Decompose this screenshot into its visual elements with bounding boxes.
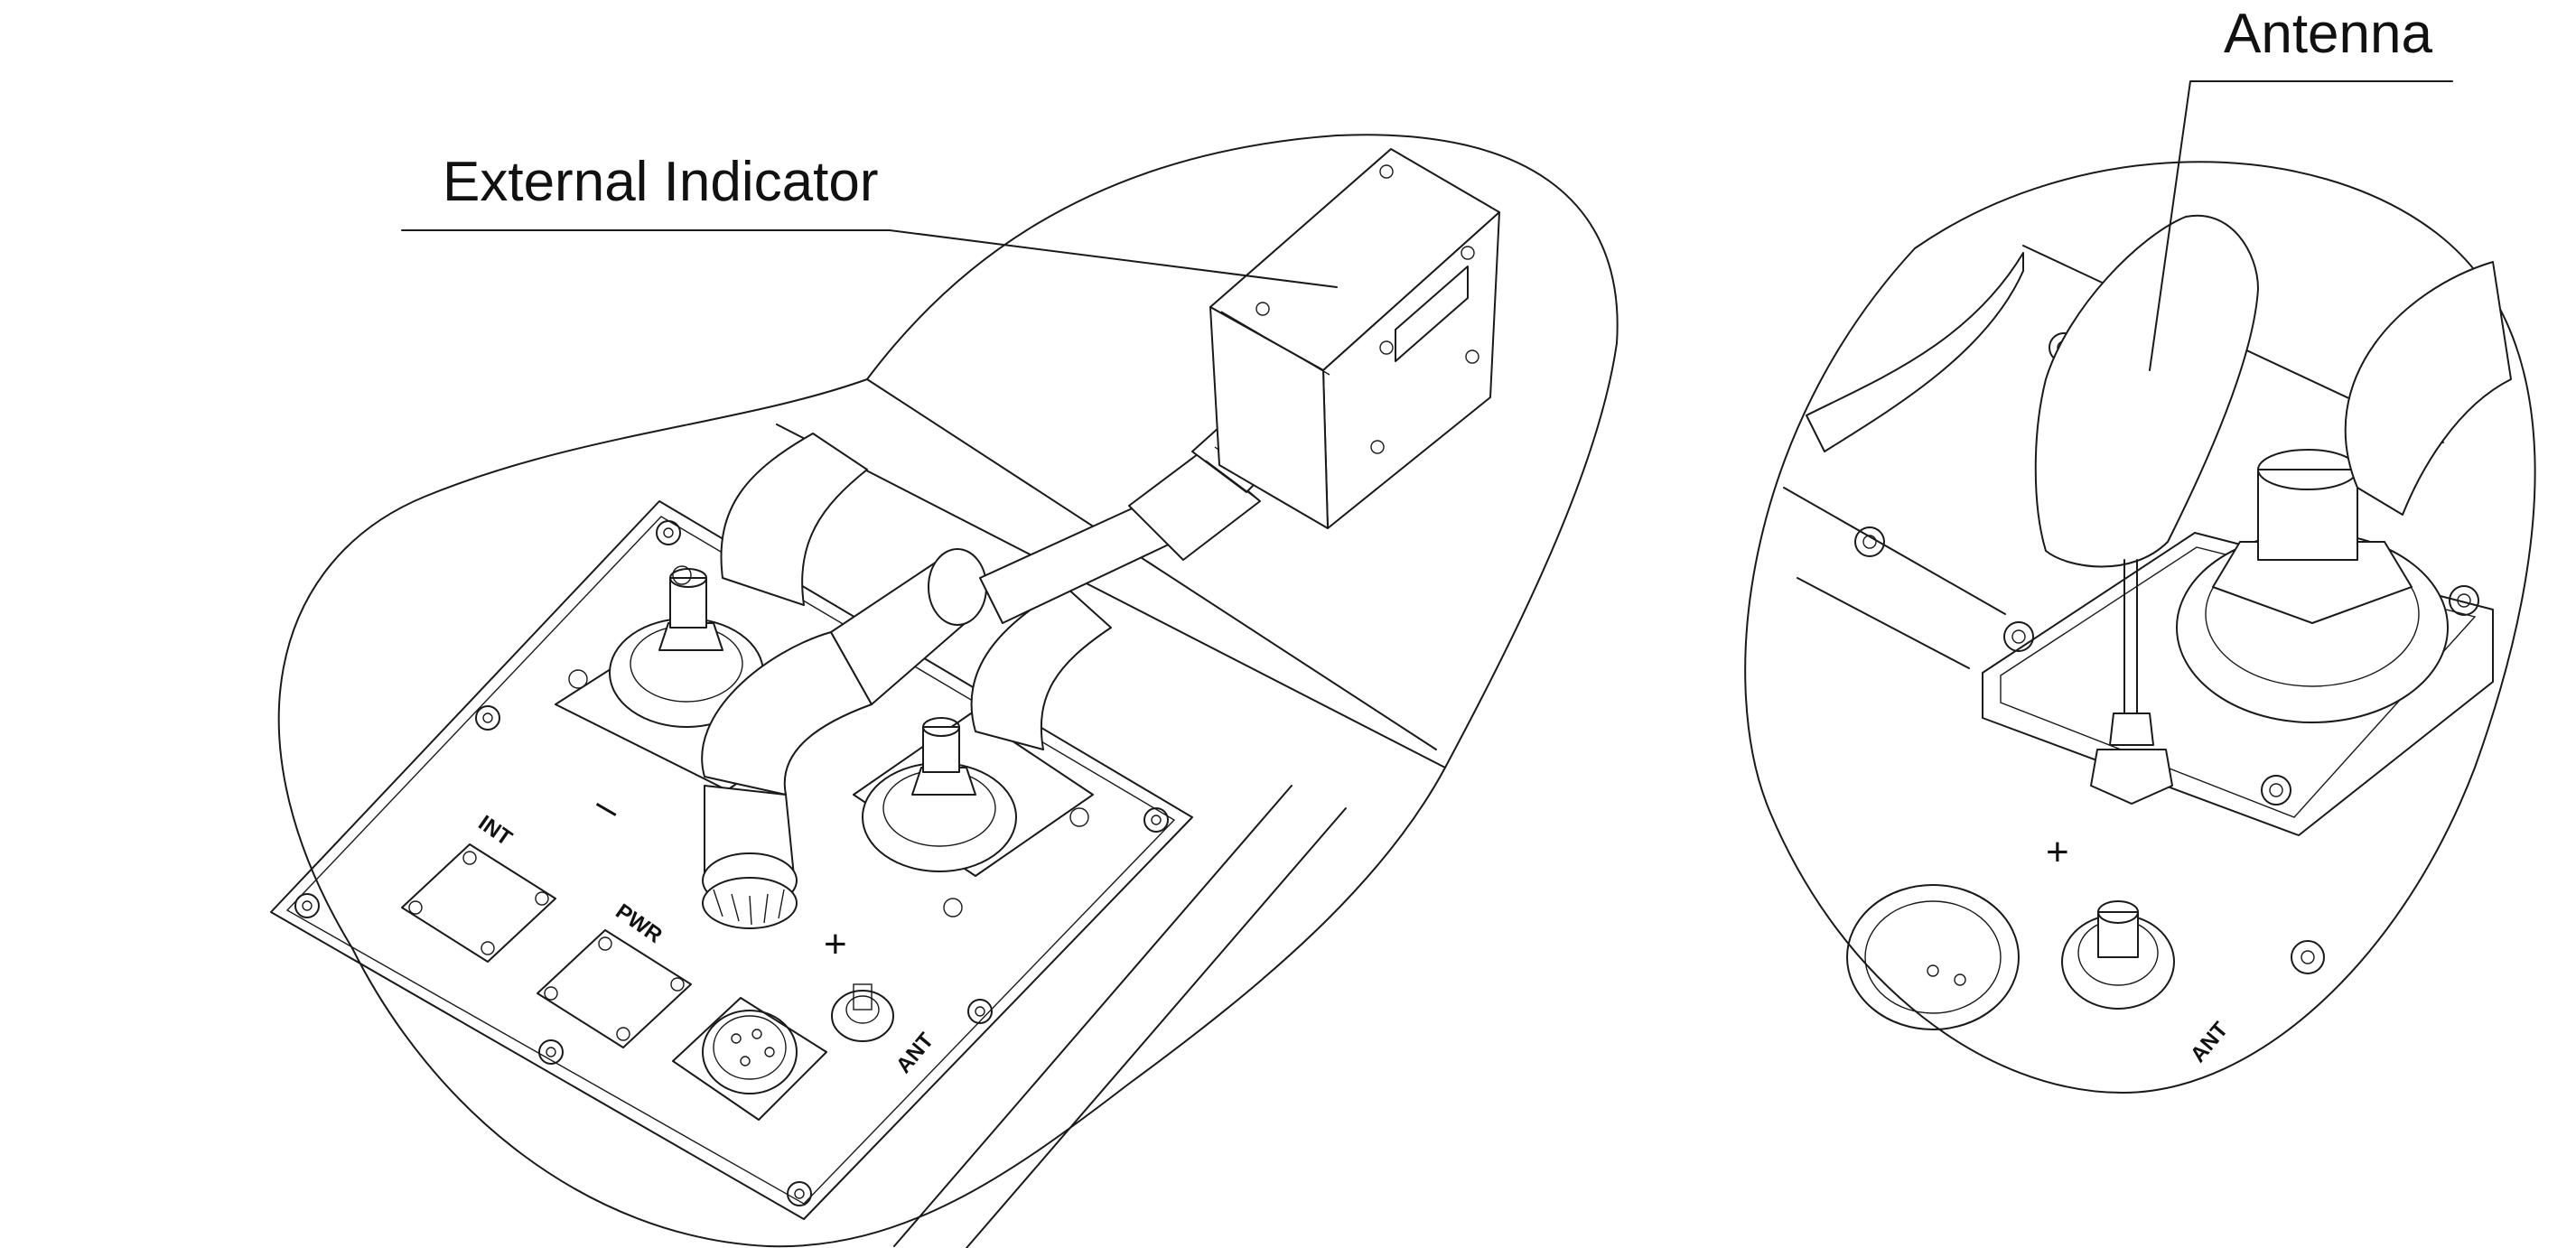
elbow-connector bbox=[701, 548, 987, 929]
antenna-callout: Antenna bbox=[2224, 3, 2433, 65]
screw-icon bbox=[967, 999, 993, 1024]
deck-line bbox=[893, 785, 1293, 1247]
plate-screws bbox=[294, 520, 1169, 1206]
left-cable-fragment bbox=[1806, 252, 2024, 452]
screw-icon bbox=[2291, 940, 2325, 974]
pwr-label: PWR bbox=[611, 899, 667, 948]
positive-cable bbox=[970, 586, 1112, 750]
screw-icon bbox=[2261, 775, 2291, 806]
antenna-nut bbox=[2090, 749, 2173, 805]
deck-line bbox=[776, 424, 1446, 768]
right-plus-label: + bbox=[2046, 830, 2069, 874]
screw-icon bbox=[2449, 585, 2479, 616]
int-cover-plate bbox=[401, 843, 556, 963]
deck-line bbox=[966, 807, 1347, 1248]
right-deck-line bbox=[1783, 487, 2006, 615]
right-view-outline bbox=[1744, 161, 2536, 1094]
positive-terminal-assembly bbox=[853, 712, 1094, 917]
antenna-blade bbox=[2034, 214, 2259, 568]
right-terminal-stud bbox=[2176, 449, 2449, 723]
screw-icon bbox=[294, 893, 320, 918]
screw-icon bbox=[787, 1181, 812, 1206]
screw-icon bbox=[475, 705, 500, 731]
antenna-whip bbox=[2123, 559, 2138, 714]
indicator-window bbox=[1395, 265, 1469, 362]
left-detail-view: INT PWR ANT – + bbox=[270, 134, 1619, 1248]
flange-screws bbox=[1854, 332, 2479, 974]
antenna bbox=[2034, 214, 2259, 805]
panel-ant-connector bbox=[831, 983, 894, 1042]
screw-icon bbox=[538, 1039, 564, 1065]
antenna-base bbox=[2109, 712, 2154, 746]
negative-cable bbox=[720, 433, 868, 606]
plus-label: + bbox=[824, 922, 847, 966]
pwr-cover-plate bbox=[537, 929, 692, 1048]
screw-icon bbox=[656, 520, 681, 545]
minus-label: – bbox=[587, 782, 629, 832]
external-indicator-box bbox=[1209, 148, 1500, 529]
mounting-plate bbox=[270, 500, 1193, 1220]
left-view-outline bbox=[277, 134, 1619, 1248]
screw-icon bbox=[1143, 807, 1169, 833]
screw-icon bbox=[1854, 526, 1885, 557]
right-multipin-connector bbox=[1846, 884, 2020, 1030]
deck-line bbox=[866, 378, 1437, 750]
screw-icon bbox=[2003, 621, 2034, 652]
antenna-mount-flange bbox=[1982, 532, 2494, 836]
right-detail-view: + ANT Antenna bbox=[1744, 3, 2536, 1094]
multipin-connector bbox=[672, 997, 827, 1121]
antenna-leader bbox=[2149, 80, 2453, 371]
right-deck-line bbox=[1797, 577, 1970, 669]
int-label: INT bbox=[474, 811, 517, 851]
right-ant-label: ANT bbox=[2186, 1017, 2234, 1066]
external-indicator-leader bbox=[401, 229, 1338, 288]
external-indicator-callout: External Indicator bbox=[443, 151, 878, 213]
antenna-mount-flange-inner bbox=[2000, 546, 2477, 818]
right-ant-connector bbox=[2061, 900, 2175, 1010]
right-cable bbox=[2344, 261, 2512, 516]
mounting-plate-inner bbox=[285, 516, 1176, 1205]
